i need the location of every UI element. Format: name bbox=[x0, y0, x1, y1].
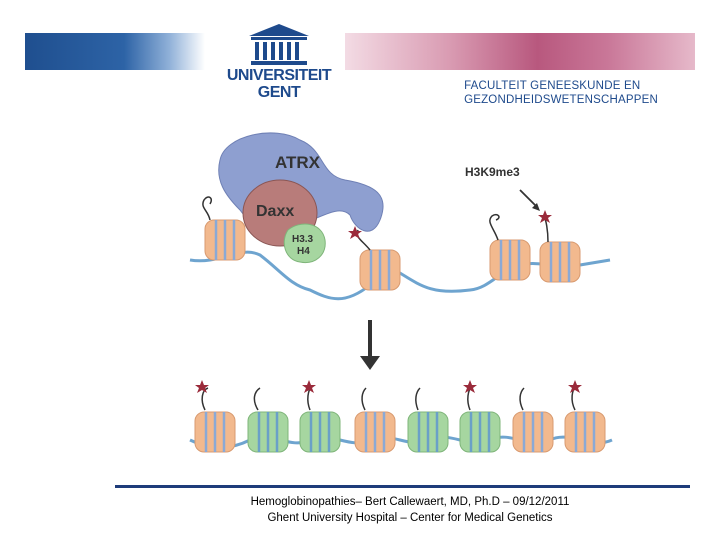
process-arrowhead bbox=[360, 356, 380, 370]
methyl-mark-star bbox=[463, 380, 477, 393]
nucleosome bbox=[563, 410, 607, 454]
h33-h4-histone bbox=[283, 223, 326, 264]
h3k9me3-label: H3K9me3 bbox=[465, 165, 520, 179]
histone-tail bbox=[361, 387, 367, 411]
university-name-line1: UNIVERSITEIT bbox=[226, 67, 332, 84]
nucleosome bbox=[193, 410, 237, 454]
nucleosome bbox=[538, 240, 582, 284]
daxx-label: Daxx bbox=[256, 203, 294, 220]
methyl-mark-star bbox=[568, 380, 582, 393]
h4-label: H4 bbox=[297, 246, 310, 257]
building-icon bbox=[249, 24, 309, 65]
methyl-mark-star bbox=[538, 210, 552, 223]
atrx-label: ATRX bbox=[275, 153, 321, 172]
nucleosome bbox=[511, 410, 555, 454]
pointer-arrowhead bbox=[532, 203, 540, 211]
nucleosome-h33 bbox=[406, 410, 450, 454]
histone-tail bbox=[253, 387, 261, 411]
nucleosome-h33 bbox=[298, 410, 342, 454]
h33-label: H3.3 bbox=[292, 234, 314, 245]
nucleosome-h33 bbox=[246, 410, 290, 454]
methyl-mark-star bbox=[302, 380, 316, 393]
footer-line1: Hemoglobinopathies– Bert Callewaert, MD,… bbox=[250, 496, 570, 508]
methyl-mark-star bbox=[348, 226, 362, 239]
histone-tail bbox=[489, 213, 500, 241]
histone-tail bbox=[415, 387, 421, 411]
footer-line2: Ghent University Hospital – Center for M… bbox=[267, 512, 553, 524]
methyl-mark-star bbox=[195, 380, 209, 393]
histone-tail bbox=[201, 387, 209, 411]
histone-tail bbox=[202, 196, 213, 221]
nucleosome-h33 bbox=[458, 410, 502, 454]
faculty-name: FACULTEIT GENEESKUNDE EN GEZONDHEIDSWETE… bbox=[464, 79, 658, 107]
faculty-line1: FACULTEIT GENEESKUNDE EN bbox=[464, 80, 641, 92]
footer-divider bbox=[115, 485, 690, 488]
nucleosome bbox=[353, 410, 397, 454]
nucleosome bbox=[488, 238, 532, 282]
university-name-line2: GENT bbox=[257, 84, 301, 101]
banner-right-photo-strip bbox=[345, 33, 695, 70]
chromatin-diagram: ATRX Daxx H3.3 H4 H3K9me3 bbox=[189, 132, 613, 454]
banner-left-image bbox=[25, 33, 205, 70]
nucleosome bbox=[203, 218, 247, 262]
histone-tail bbox=[519, 387, 525, 411]
nucleosome bbox=[358, 248, 402, 292]
university-logo: UNIVERSITEIT GENT bbox=[224, 22, 334, 104]
faculty-line2: GEZONDHEIDSWETENSCHAPPEN bbox=[464, 94, 658, 106]
